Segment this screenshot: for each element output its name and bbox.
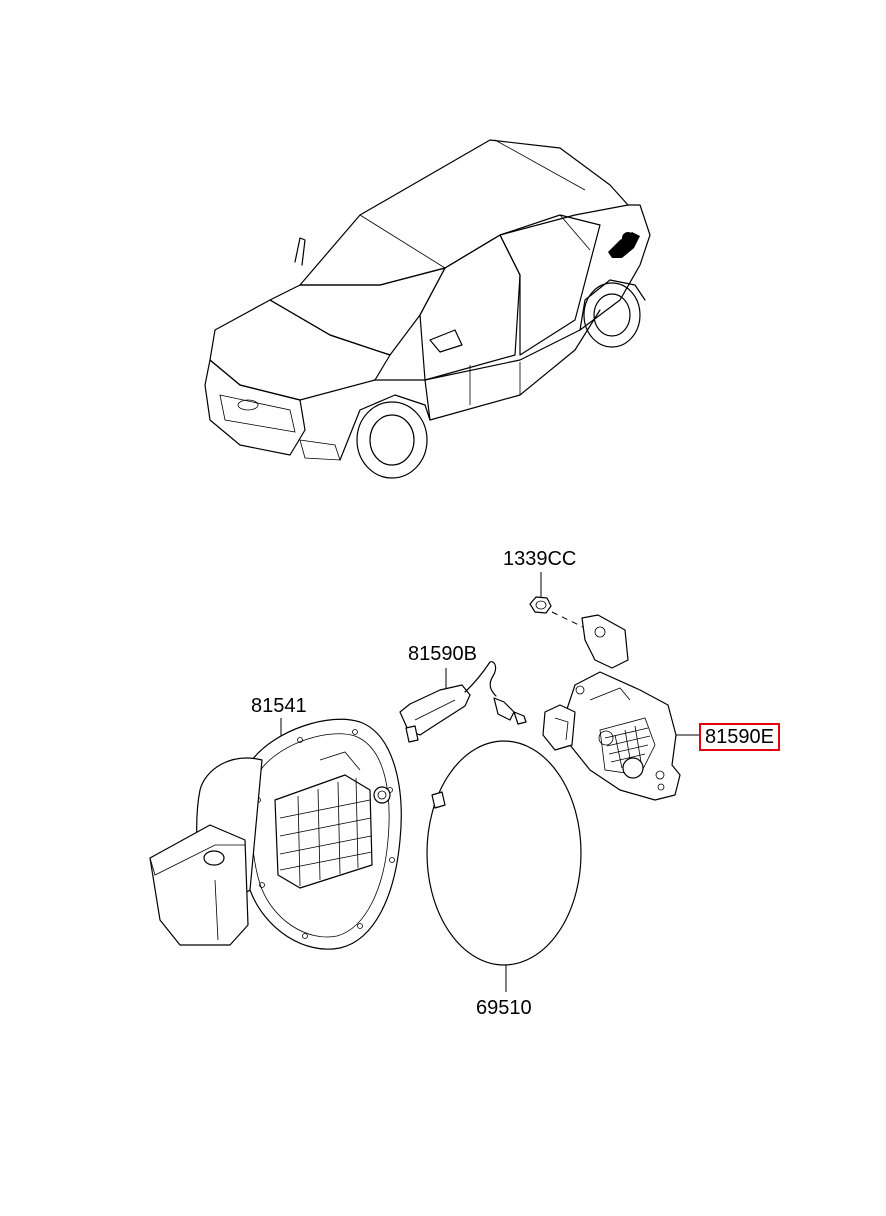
part-label-69510[interactable]: 69510: [476, 997, 532, 1019]
part-label-81590e[interactable]: 81590E: [699, 723, 780, 751]
part-label-81590b[interactable]: 81590B: [408, 643, 477, 665]
nut-1339cc-drawing: [529, 572, 586, 629]
part-label-1339cc[interactable]: 1339CC: [503, 548, 577, 570]
fuel-door-69510-drawing: [426, 740, 582, 992]
housing-81541-drawing: [149, 718, 402, 950]
cable-81590b-drawing: [399, 661, 527, 743]
part-label-81541[interactable]: 81541: [251, 695, 307, 717]
actuator-81590e-drawing: [542, 614, 700, 801]
vehicle-illustration: [204, 139, 651, 479]
